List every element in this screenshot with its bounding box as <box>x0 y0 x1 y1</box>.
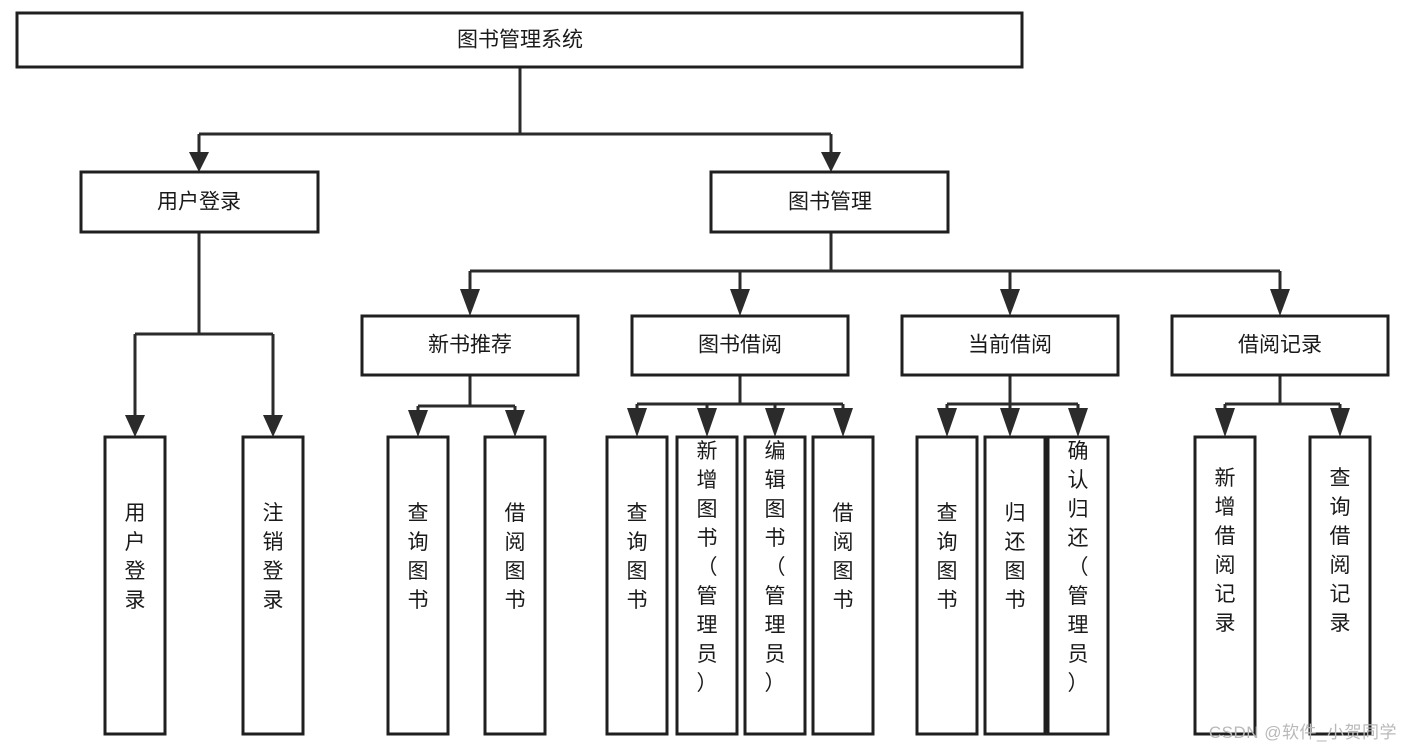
node-leaf-return-book[interactable]: 归还图书 <box>983 435 1047 736</box>
connector-borrow-record-to-leaves <box>1223 375 1342 415</box>
node-label: 借阅图书 <box>505 502 526 612</box>
arrow-head-book-manage <box>821 152 841 172</box>
connector-user-login-to-leaves <box>133 232 275 417</box>
arrow-head-leaf-borrow-book-1 <box>505 410 525 437</box>
node-label: 图书借阅 <box>698 334 782 357</box>
node-label: 用户登录 <box>125 502 146 612</box>
arrow-head-leaf-query-book-1 <box>408 410 428 437</box>
node-label: 归还图书 <box>1005 502 1026 612</box>
node-label: 用户登录 <box>157 191 241 214</box>
node-leaf-query-borrow-record[interactable]: 查询借阅记录 <box>1308 435 1372 736</box>
node-borrow-record[interactable]: 借阅记录 <box>1170 314 1390 377</box>
node-box[interactable] <box>811 435 875 736</box>
node-box[interactable] <box>1193 435 1257 736</box>
node-box[interactable] <box>605 435 669 736</box>
node-box[interactable] <box>1308 435 1372 736</box>
node-box[interactable] <box>630 314 850 377</box>
node-leaf-query-book-3[interactable]: 查询图书 <box>915 435 979 736</box>
arrow-head-current-borrow <box>1000 289 1020 316</box>
arrow-head-leaf-confirm-return <box>1068 408 1088 437</box>
node-leaf-logout-login[interactable]: 注销登录 <box>241 435 305 736</box>
node-box[interactable] <box>241 435 305 736</box>
node-box[interactable] <box>675 435 739 736</box>
node-leaf-edit-book[interactable]: 编辑图书（管理员） <box>743 435 807 736</box>
node-leaf-user-login[interactable]: 用户登录 <box>103 435 167 736</box>
node-current-borrow[interactable]: 当前借阅 <box>900 314 1120 377</box>
node-box[interactable] <box>915 435 979 736</box>
node-leaf-borrow-book-2[interactable]: 借阅图书 <box>811 435 875 736</box>
node-leaf-confirm-return[interactable]: 确认归还（管理员） <box>1046 435 1110 736</box>
node-leaf-borrow-book-1[interactable]: 借阅图书 <box>483 435 547 736</box>
node-box[interactable] <box>900 314 1120 377</box>
node-box[interactable] <box>983 435 1047 736</box>
arrow-head-book-borrow <box>730 289 750 316</box>
node-box[interactable] <box>15 11 1024 69</box>
node-leaf-query-book-2[interactable]: 查询图书 <box>605 435 669 736</box>
node-label: 查询借阅记录 <box>1330 467 1351 635</box>
arrow-head-borrow-record <box>1270 289 1290 316</box>
connector-layer <box>125 67 1350 437</box>
node-book-borrow[interactable]: 图书借阅 <box>630 314 850 377</box>
node-box[interactable] <box>1170 314 1390 377</box>
connector-book-manage-to-level3 <box>468 232 1282 289</box>
node-book-manage[interactable]: 图书管理 <box>709 170 950 234</box>
arrow-head-leaf-logout-login <box>263 415 283 437</box>
node-box[interactable] <box>1046 435 1110 736</box>
node-label: 注销登录 <box>263 502 284 612</box>
node-box[interactable] <box>79 170 320 234</box>
node-label: 查询图书 <box>408 502 429 612</box>
node-label: 查询图书 <box>937 502 958 612</box>
node-box[interactable] <box>360 314 580 377</box>
node-label: 编辑图书（管理员） <box>765 440 786 695</box>
node-label: 借阅图书 <box>833 502 854 612</box>
node-leaf-add-book[interactable]: 新增图书（管理员） <box>675 435 739 736</box>
node-user-login[interactable]: 用户登录 <box>79 170 320 234</box>
node-leaf-query-book-1[interactable]: 查询图书 <box>386 435 450 736</box>
node-label: 新增图书（管理员） <box>697 440 718 695</box>
node-label: 当前借阅 <box>968 334 1052 357</box>
node-label: 图书管理 <box>788 191 872 214</box>
arrow-head-leaf-query-book-2 <box>627 408 647 437</box>
arrow-head-leaf-user-login <box>125 415 145 437</box>
node-box[interactable] <box>103 435 167 736</box>
node-label: 图书管理系统 <box>457 29 583 52</box>
arrow-head-leaf-borrow-book-2 <box>833 408 853 437</box>
node-label: 确认归还（管理员） <box>1068 440 1089 695</box>
node-box[interactable] <box>743 435 807 736</box>
connector-book-borrow-to-leaves <box>635 375 845 415</box>
node-label: 借阅记录 <box>1238 334 1322 357</box>
arrow-head-leaf-add-book <box>697 408 717 437</box>
arrow-head-leaf-add-borrow-record <box>1215 408 1235 437</box>
node-label: 新书推荐 <box>428 334 512 357</box>
arrow-head-leaf-edit-book <box>765 408 785 437</box>
arrow-head-leaf-query-borrow-record <box>1330 408 1350 437</box>
arrow-head-leaf-return-book <box>1000 408 1020 437</box>
connector-new-book-recommend-to-leaves <box>416 375 517 417</box>
arrow-head-leaf-query-book-3 <box>937 408 957 437</box>
node-new-book-recommend[interactable]: 新书推荐 <box>360 314 580 377</box>
node-box[interactable] <box>709 170 950 234</box>
node-label: 新增借阅记录 <box>1215 467 1236 635</box>
node-root-book-management-system[interactable]: 图书管理系统 <box>15 11 1024 69</box>
connector-root-to-level2 <box>197 67 833 152</box>
node-leaf-add-borrow-record[interactable]: 新增借阅记录 <box>1193 435 1257 736</box>
arrow-head-new-book-recommend <box>460 289 480 316</box>
arrow-head-user-login <box>189 152 209 172</box>
node-box[interactable] <box>483 435 547 736</box>
node-label: 查询图书 <box>627 502 648 612</box>
node-box[interactable] <box>386 435 450 736</box>
